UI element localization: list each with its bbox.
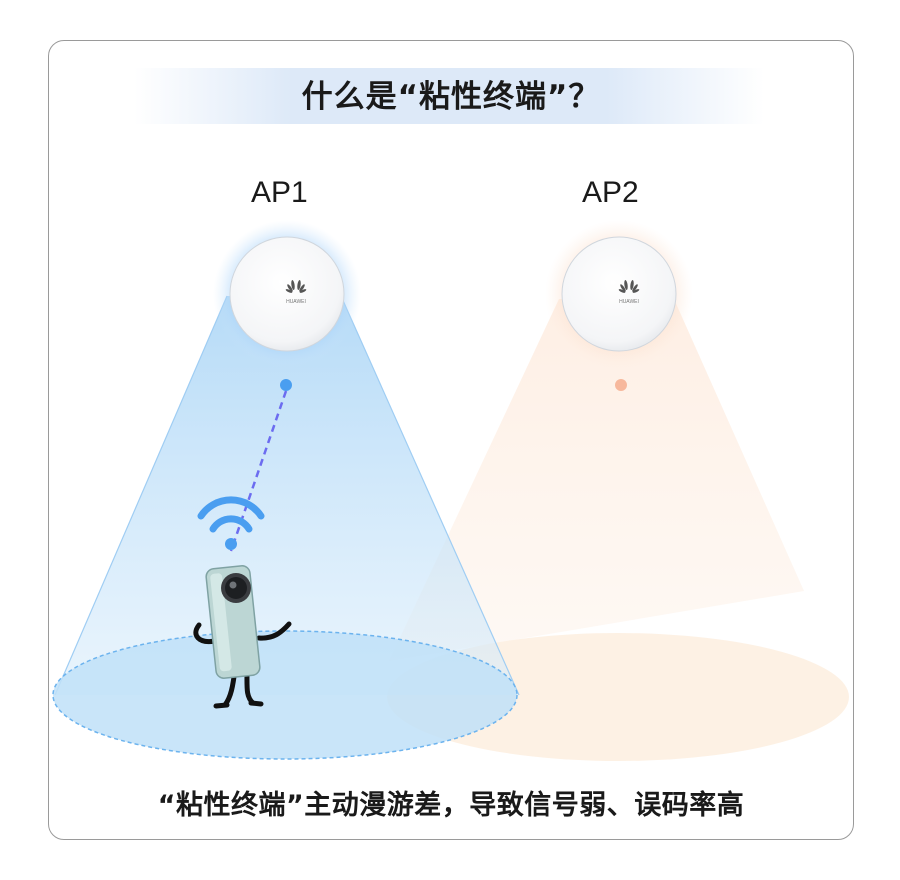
ap1-antenna-dot — [280, 379, 292, 391]
wifi-icon — [197, 496, 265, 550]
ap2-brand: HUAWEI — [619, 299, 639, 305]
ap2-label: AP2 — [582, 176, 639, 209]
roaming-scene: HUAWEI HUAWEI — [52, 220, 849, 761]
ap1-coverage — [52, 295, 520, 760]
association-link — [229, 390, 288, 552]
huawei-logo-icon — [285, 280, 307, 293]
title-band — [134, 68, 764, 124]
page-title: 什么是“粘性终端”？ — [301, 79, 601, 115]
ap1-device: HUAWEI — [213, 220, 361, 391]
phone-character-icon — [193, 565, 292, 709]
huawei-logo-icon — [618, 280, 640, 293]
ap2-antenna-dot — [615, 379, 627, 391]
ap1-brand: HUAWEI — [286, 299, 306, 305]
diagram-card: 什么是“粘性终端”？ — [48, 40, 854, 840]
ap1-label: AP1 — [251, 176, 308, 209]
ap2-device: HUAWEI — [545, 220, 693, 391]
caption: “粘性终端”主动漫游差，导致信号弱、误码率高 — [157, 790, 745, 821]
